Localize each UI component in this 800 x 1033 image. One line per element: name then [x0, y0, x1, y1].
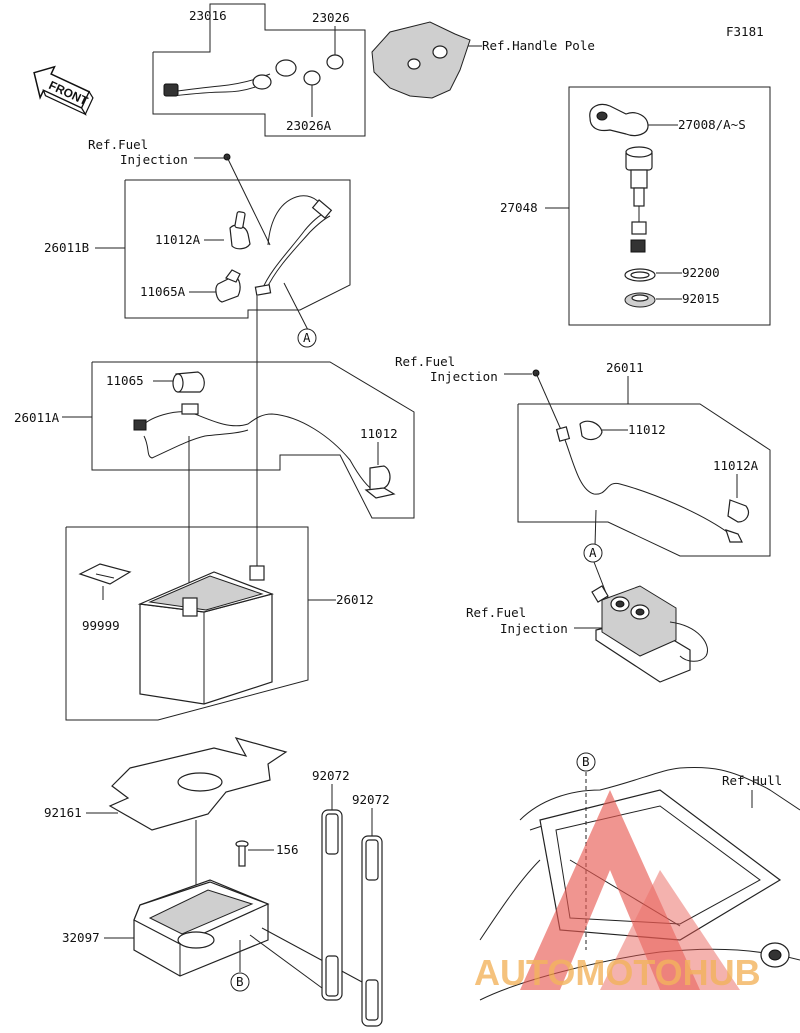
connector-23016: [163, 83, 179, 97]
label-92072-b: 92072: [352, 792, 390, 807]
label-27048: 27048: [500, 200, 538, 215]
callout-b-lower-label: B: [236, 974, 244, 989]
label-156: 156: [276, 842, 299, 857]
straps-92072: 92072 92072: [312, 768, 390, 1027]
ref-fuel-1-a: Ref.Fuel: [88, 137, 148, 152]
label-11012A-right: 11012A: [713, 458, 759, 473]
group-92161: 92161: [44, 737, 288, 900]
group-26011: 26011 11012 11012A: [517, 360, 771, 557]
label-26011: 26011: [606, 360, 644, 375]
callout-a-upper-label: A: [303, 330, 311, 345]
label-99999: 99999: [82, 618, 120, 633]
relay-assembly: [591, 585, 708, 683]
label-26011B: 26011B: [44, 240, 89, 255]
callout-a-lower-label: A: [589, 545, 597, 560]
bolt-156: 156: [235, 840, 299, 867]
watermark-logo: AUTOMOTOHUB: [474, 790, 761, 993]
cap-23026: [326, 54, 344, 70]
label-23026A: 23026A: [286, 118, 332, 133]
group-27048: 27048 27008/A~S 92200 92015: [500, 86, 771, 326]
ref-fuel-3-a: Ref.Fuel: [466, 605, 526, 620]
label-92015: 92015: [682, 291, 720, 306]
callout-b-upper-label: B: [582, 754, 590, 769]
ref-hull: Ref.Hull: [722, 773, 782, 788]
label-11012A-top: 11012A: [155, 232, 201, 247]
ref-fuel-2-b: Injection: [430, 369, 498, 384]
group-32097: 32097: [62, 879, 363, 989]
label-11065: 11065: [106, 373, 144, 388]
callout-b-upper: [576, 752, 596, 772]
pack-99999: [78, 563, 132, 585]
label-27008: 27008/A~S: [678, 117, 746, 132]
front-arrow-icon: FRONT: [33, 65, 94, 116]
callout-b-lower: [230, 972, 250, 992]
handle-pole-ref: [371, 21, 471, 99]
group-26011A: 26011A 11065 11012: [14, 361, 415, 519]
group-26012: 26012 99999: [65, 526, 374, 721]
cap-23026A: [303, 70, 321, 86]
label-11012-left: 11012: [360, 426, 398, 441]
label-92072-a: 92072: [312, 768, 350, 783]
group-26011B: 26011B 11012A 11065A: [44, 179, 351, 331]
watermark-text: AUTOMOTOHUB: [474, 952, 761, 993]
label-92200: 92200: [682, 265, 720, 280]
group-23016: 23016 23026 23026A Ref.Handle Pole: [152, 3, 595, 137]
label-26011A: 26011A: [14, 410, 60, 425]
ref-handle-pole: Ref.Handle Pole: [482, 38, 595, 53]
label-23026: 23026: [312, 10, 350, 25]
callout-a-upper: [297, 328, 317, 348]
ref-fuel-3-b: Injection: [500, 621, 568, 636]
label-11065A: 11065A: [140, 284, 186, 299]
label-23016: 23016: [189, 8, 227, 23]
callout-a-lower: [583, 543, 603, 563]
label-92161: 92161: [44, 805, 82, 820]
ref-fuel-2-a: Ref.Fuel: [395, 354, 455, 369]
figure-code: F3181: [726, 24, 764, 39]
ref-fuel-1-b: Injection: [120, 152, 188, 167]
label-26012: 26012: [336, 592, 374, 607]
label-11012-right: 11012: [628, 422, 666, 437]
label-32097: 32097: [62, 930, 100, 945]
